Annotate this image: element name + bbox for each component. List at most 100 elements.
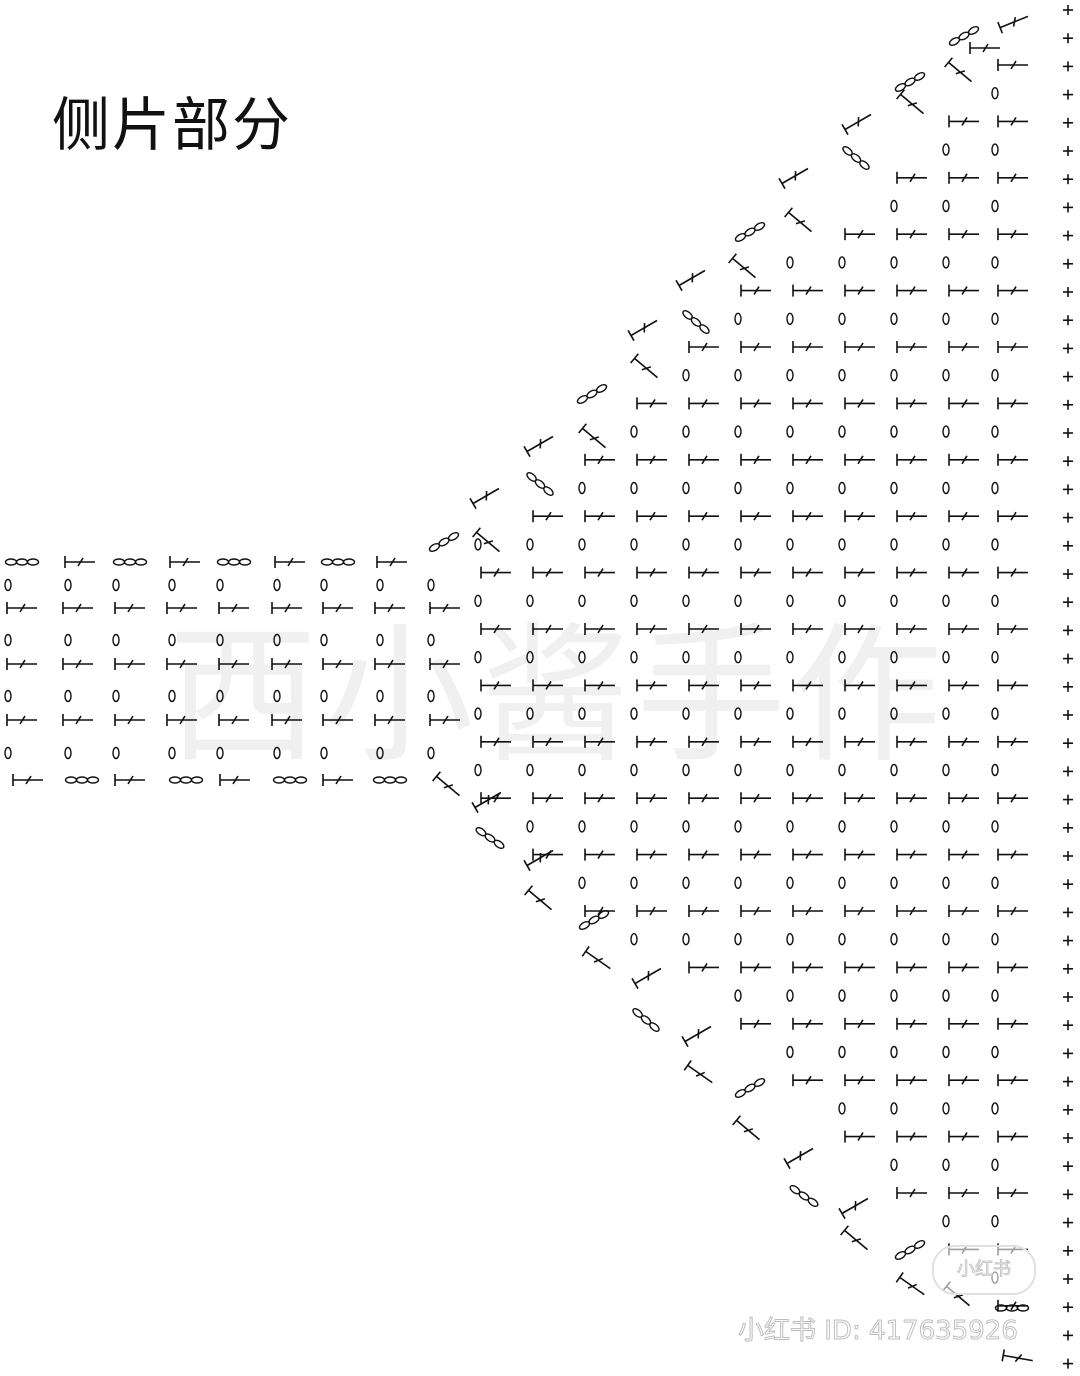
sc-symbol: [1063, 1217, 1073, 1228]
chain-symbol: [890, 763, 898, 777]
chain-symbol: [734, 876, 742, 889]
sc-symbol: [1063, 963, 1073, 974]
chain-symbol: [991, 1045, 999, 1059]
hdc-symbol: [584, 453, 615, 466]
hdc-symbol: [896, 1017, 927, 1030]
chain-symbol: [474, 538, 482, 551]
hdc-symbol: [948, 566, 979, 579]
chain-symbol: [991, 199, 999, 213]
chain-group-symbol: [632, 1008, 660, 1032]
hdc-symbol: [480, 679, 511, 692]
chain-symbol: [682, 933, 690, 946]
sc-symbol: [1063, 89, 1073, 100]
chain-symbol: [991, 876, 999, 889]
sc-symbol: [1063, 710, 1073, 720]
hdc-symbol: [271, 602, 302, 614]
hdc-symbol: [844, 679, 875, 692]
hdc-symbol: [688, 735, 719, 748]
sc-symbol: [1063, 343, 1073, 354]
chain-symbol: [682, 651, 690, 664]
chain-symbol: [942, 820, 950, 833]
hdc-symbol: [688, 510, 719, 523]
hdc-symbol: [896, 735, 927, 748]
hdc-symbol: [948, 623, 979, 635]
chain-group-symbol: [842, 146, 870, 170]
chain-symbol: [376, 689, 384, 703]
hdc-symbol: [948, 453, 979, 466]
hdc-symbol: [740, 453, 771, 466]
chain-symbol: [168, 746, 176, 760]
chain-symbol: [838, 369, 846, 382]
chain-group-symbol: [682, 310, 710, 334]
hdc-symbol: [948, 792, 979, 805]
chain-symbol: [630, 763, 638, 777]
hdc-symbol: [581, 946, 611, 970]
chain-symbol: [890, 594, 898, 607]
hdc-symbol: [948, 905, 979, 917]
chain-symbol: [991, 933, 999, 946]
chain-symbol: [682, 876, 690, 889]
chain-symbol: [630, 481, 638, 495]
hdc-symbol: [274, 556, 305, 568]
chain-symbol: [890, 369, 898, 382]
sc-symbol: [1063, 907, 1073, 918]
chain-symbol: [168, 578, 176, 592]
hdc-symbol: [218, 714, 249, 726]
chain-symbol: [890, 1045, 898, 1059]
chain-symbol: [273, 633, 281, 647]
chain-symbol: [786, 651, 794, 664]
chain-symbol: [64, 746, 72, 760]
chain-symbol: [942, 369, 950, 382]
hdc-symbol: [683, 1060, 713, 1084]
chain-symbol: [734, 594, 742, 607]
hdc-symbol: [6, 714, 37, 726]
hdc-symbol: [432, 771, 461, 797]
chain-symbol: [427, 578, 435, 592]
hdc-symbol: [844, 848, 875, 861]
chain-symbol: [734, 989, 742, 1002]
hdc-symbol: [792, 1017, 823, 1030]
chain-group-symbol: [475, 826, 505, 850]
hdc-symbol: [997, 679, 1028, 692]
chain-symbol: [578, 876, 586, 889]
chain-symbol: [786, 538, 794, 551]
sc-symbol: [1063, 174, 1073, 185]
chain-symbol: [942, 1158, 950, 1172]
sc-symbol: [1063, 117, 1073, 128]
hdc-symbol: [896, 623, 927, 635]
chain-group-symbol: [216, 558, 252, 566]
chain-symbol: [890, 651, 898, 664]
hdc-symbol: [6, 658, 37, 670]
hdc-symbol: [997, 848, 1028, 861]
chain-group-symbol: [320, 558, 356, 566]
hdc-symbol: [322, 774, 353, 786]
chain-symbol: [578, 594, 586, 607]
hdc-symbol: [778, 167, 809, 190]
chain-symbol: [682, 707, 690, 720]
hdc-symbol: [792, 679, 823, 692]
chain-symbol: [991, 425, 999, 438]
chain-symbol: [376, 633, 384, 647]
hdc-symbol: [844, 735, 875, 748]
hdc-symbol: [532, 679, 563, 692]
hdc-symbol: [792, 905, 823, 917]
chain-group-symbol: [526, 472, 554, 496]
hdc-symbol: [997, 59, 1028, 71]
hdc-symbol: [636, 848, 667, 861]
chain-group-symbol: [428, 532, 460, 552]
sc-symbol: [1063, 1330, 1073, 1341]
chain-symbol: [942, 143, 950, 156]
chain-symbol: [682, 369, 690, 382]
chain-symbol: [890, 933, 898, 946]
hdc-symbol: [740, 905, 771, 917]
chain-symbol: [890, 820, 898, 833]
chain-symbol: [682, 481, 690, 495]
chain-symbol: [320, 746, 328, 760]
hdc-symbol: [688, 792, 719, 805]
sc-symbol: [1063, 5, 1073, 15]
hdc-symbol: [997, 510, 1028, 523]
hdc-symbol: [524, 885, 553, 911]
hdc-symbol: [636, 679, 667, 692]
sc-symbol: [1063, 1020, 1073, 1031]
chain-symbol: [942, 481, 950, 495]
